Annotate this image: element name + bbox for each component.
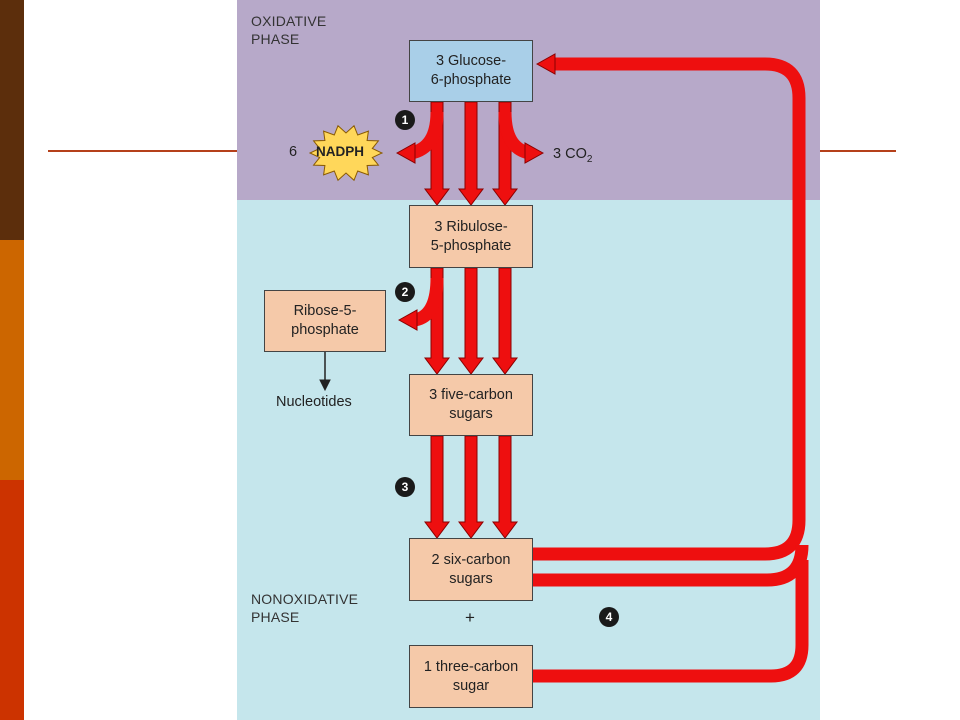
- slide-rule-left: [48, 150, 238, 152]
- three-carbon-sugar-box: 1 three-carbon sugar: [409, 645, 533, 708]
- ribose-line-2: phosphate: [291, 322, 359, 338]
- plus-sign: +: [465, 608, 475, 627]
- nadph-count: 6: [289, 144, 298, 160]
- six-carbon-line-1: 2 six-carbon: [431, 551, 511, 568]
- step-badge-2: 2: [395, 282, 415, 302]
- return-band-outer: [533, 57, 806, 561]
- co2-text: 3 CO: [553, 146, 587, 162]
- five-carbon-line-1: 3 five-carbon: [429, 387, 513, 403]
- six-carbon-line-2: sugars: [449, 570, 493, 587]
- return-arrowhead-glucose: [535, 53, 556, 75]
- nadph-label: NADPH: [316, 144, 365, 159]
- three-carbon-line-2: sugar: [452, 677, 490, 694]
- slide-accent-bar-orange: [0, 240, 24, 480]
- six-carbon-sugars-box: 2 six-carbon sugars: [409, 538, 533, 601]
- flow-arrows: [308, 53, 809, 683]
- nonoxidative-phase-label: NONOXIDATIVE PHASE: [251, 591, 359, 625]
- ribose-line-1: Ribose-5-: [293, 303, 357, 319]
- nadph-branch-arrowhead: [395, 142, 416, 164]
- ribulose-shaft-arrow-3: [492, 267, 518, 375]
- nadph-starburst-icon: [308, 124, 384, 182]
- three-carbon-line-1: 1 three-carbon: [423, 658, 519, 675]
- nucleotides-arrowhead: [319, 379, 331, 392]
- co2-subscript: 2: [586, 153, 593, 165]
- ribulose-line-1: 3 Ribulose-: [434, 218, 508, 235]
- nonoxidative-shaft-arrow-3: [492, 435, 518, 539]
- ribose-branch-arrowhead: [397, 309, 418, 331]
- glucose-line-1: 3 Glucose-: [435, 53, 507, 69]
- oxidative-phase-label: OXIDATIVE PHASE: [251, 13, 327, 47]
- nonoxidative-phase-region: [237, 200, 820, 720]
- slide-accent-bar-red: [0, 480, 24, 720]
- return-band-mid: [533, 544, 809, 587]
- nonoxidative-shaft-arrow-2: [458, 435, 484, 539]
- return-band-lower: [533, 560, 809, 683]
- nucleotides-label: Nucleotides: [276, 394, 352, 410]
- co2-branch-arrowhead: [524, 142, 545, 164]
- glucose-6-phosphate-box: 3 Glucose- 6-phosphate: [409, 40, 533, 102]
- five-carbon-line-2: sugars: [449, 406, 493, 422]
- ribose-5-phosphate-box: Ribose-5- phosphate: [264, 290, 386, 352]
- co2-label: 3 CO2: [553, 146, 592, 165]
- step-badge-1: 1: [395, 110, 415, 130]
- slide-rule-right: [820, 150, 896, 152]
- glucose-line-2: 6-phosphate: [430, 72, 512, 88]
- five-carbon-sugars-box: 3 five-carbon sugars: [409, 374, 533, 436]
- ribulose-line-2: 5-phosphate: [430, 237, 512, 254]
- ribose-branch-band: [413, 277, 444, 327]
- nonoxidative-shaft-arrow-1: [424, 435, 450, 539]
- step-badge-4: 4: [599, 607, 619, 627]
- step-badge-3: 3: [395, 477, 415, 497]
- oxidative-shaft-arrow-2: [458, 101, 484, 206]
- slide-accent-bar-dark: [0, 0, 24, 240]
- ribulose-5-phosphate-box: 3 Ribulose- 5-phosphate: [409, 205, 533, 268]
- ribulose-shaft-arrow-2: [458, 267, 484, 375]
- pentose-phosphate-diagram: OXIDATIVE PHASE NONOXIDATIVE PHASE 3 Glu…: [237, 0, 820, 720]
